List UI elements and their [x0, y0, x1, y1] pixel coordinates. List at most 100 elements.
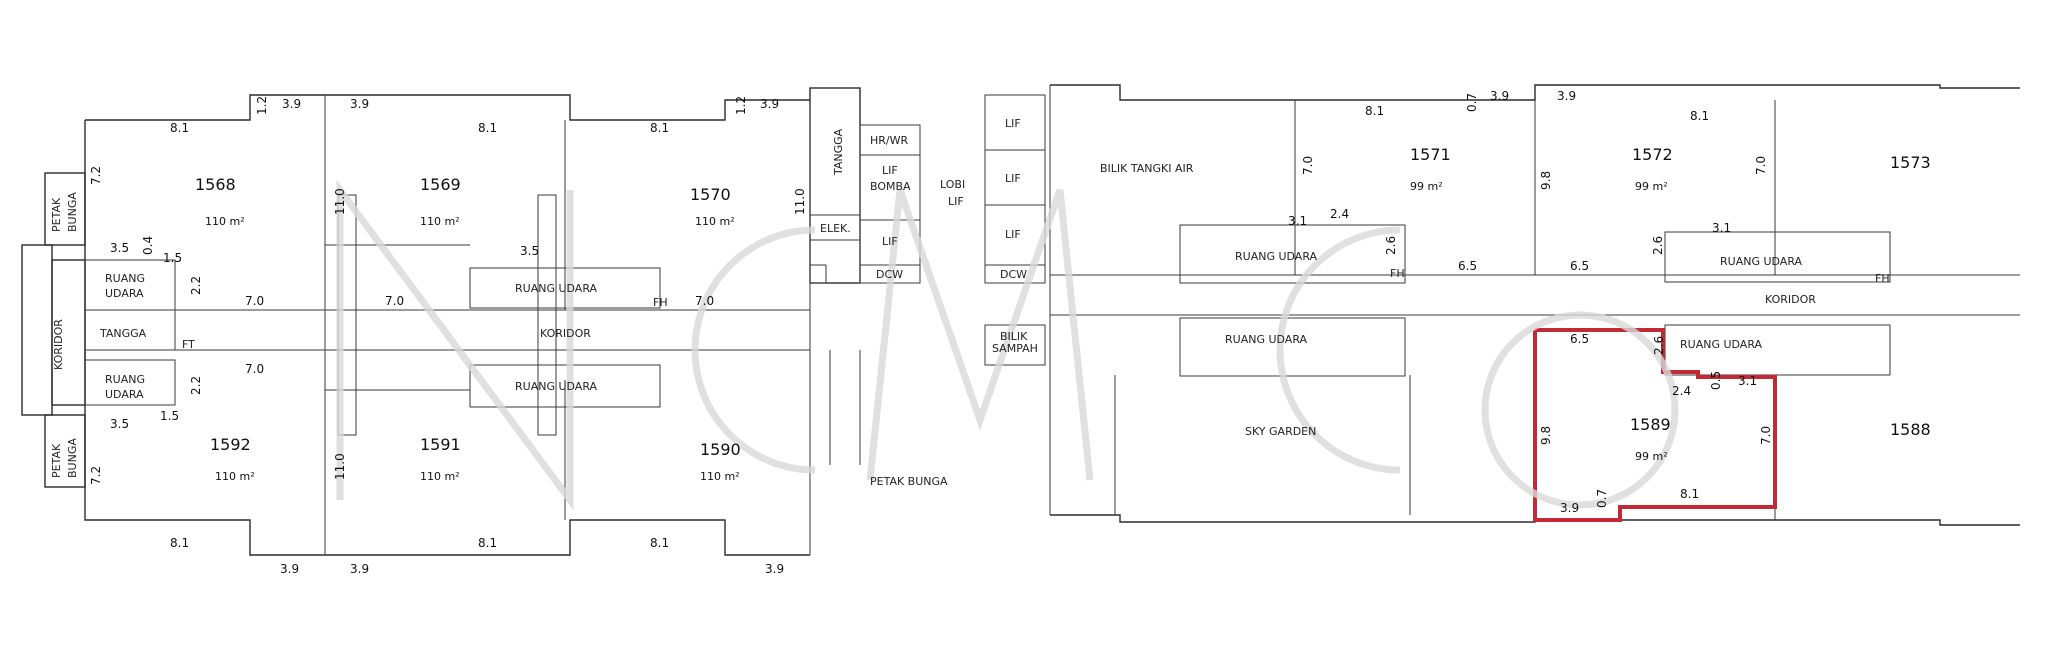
dim-7-0-f: 7.0 — [1754, 156, 1768, 175]
lif-core-4-label: LIF — [1005, 228, 1021, 241]
dim-3-1-a: 3.1 — [1288, 214, 1307, 228]
koridor-left-label: KORIDOR — [52, 319, 65, 370]
bilik-sampah-label-1: BILIK — [1000, 330, 1028, 343]
ruang-udara-left-centre-bottom: RUANG UDARA — [515, 380, 598, 393]
dim-3-9-b: 3.9 — [350, 97, 369, 111]
dim-6-5-c: 6.5 — [1570, 332, 1589, 346]
dim-1-5-a: 1.5 — [163, 251, 182, 265]
dim-3-9-e: 3.9 — [350, 562, 369, 576]
dim-7-0-g: 7.0 — [1759, 426, 1773, 445]
dim-8-1-d: 8.1 — [170, 536, 189, 550]
dcw-right-label: DCW — [1000, 268, 1027, 281]
unit-1570-number: 1570 — [690, 185, 731, 204]
unit-1589-number: 1589 — [1630, 415, 1671, 434]
dim-2-4-a: 2.4 — [1330, 207, 1349, 221]
dim-2-6-b: 2.6 — [1651, 236, 1665, 255]
petak-bunga-left-bottom-2: BUNGA — [66, 438, 79, 478]
dim-11-0-c: 11.0 — [793, 188, 807, 215]
dim-3-9-i: 3.9 — [1560, 501, 1579, 515]
bilik-tangki-air-label: BILIK TANGKI AIR — [1100, 162, 1194, 175]
unit-1592-area: 110 m² — [215, 470, 255, 483]
unit-1572-area: 99 m² — [1635, 180, 1668, 193]
dim-11-0-b: 11.0 — [333, 453, 347, 480]
fh-tag-3: FH — [1875, 272, 1890, 285]
unit-1571-area: 99 m² — [1410, 180, 1443, 193]
dim-3-5-a: 3.5 — [110, 241, 129, 255]
unit-1571-number: 1571 — [1410, 145, 1451, 164]
dim-2-2-a: 2.2 — [189, 276, 203, 295]
dim-3-9-g: 3.9 — [1490, 89, 1509, 103]
unit-1590-area: 110 m² — [700, 470, 740, 483]
unit-1590-number: 1590 — [700, 440, 741, 459]
dim-8-1-h: 8.1 — [1690, 109, 1709, 123]
dim-3-9-a: 3.9 — [282, 97, 301, 111]
ruang-udara-left-top-1: RUANG — [105, 272, 145, 285]
dim-9-8-b: 9.8 — [1539, 426, 1553, 445]
left-wing-walls — [21, 94, 810, 556]
dim-3-9-c: 3.9 — [760, 97, 779, 111]
dim-7-0-c: 7.0 — [245, 362, 264, 376]
dim-8-1-f: 8.1 — [650, 536, 669, 550]
bilik-sampah-label-2: SAMPAH — [992, 342, 1038, 355]
lif-bomba-label: BOMBA — [870, 180, 911, 193]
dim-3-5-c: 3.5 — [520, 244, 539, 258]
dim-3-9-d: 3.9 — [280, 562, 299, 576]
dim-1-2-b: 1.2 — [734, 96, 748, 115]
elek-label: ELEK. — [820, 222, 851, 235]
dim-7-0-a: 7.0 — [245, 294, 264, 308]
dim-8-1-i: 8.1 — [1680, 487, 1699, 501]
dim-2-2-b: 2.2 — [189, 376, 203, 395]
dim-0-4: 0.4 — [141, 236, 155, 255]
hr-wr-label: HR/WR — [870, 134, 908, 147]
petak-bunga-centre-label: PETAK BUNGA — [870, 475, 948, 488]
ruang-udara-right-bottom-2: RUANG UDARA — [1680, 338, 1763, 351]
unit-1570-area: 110 m² — [695, 215, 735, 228]
dim-7-2-a: 7.2 — [89, 166, 103, 185]
dim-2-4-b: 2.4 — [1672, 384, 1691, 398]
unit-1588-number: 1588 — [1890, 420, 1931, 439]
lif-core-2-label: LIF — [1005, 117, 1021, 130]
dim-7-2-b: 7.2 — [89, 466, 103, 485]
lobi-lif-label: LIF — [948, 195, 964, 208]
unit-1592-number: 1592 — [210, 435, 251, 454]
dim-8-1-a: 8.1 — [170, 121, 189, 135]
dim-1-2-a: 1.2 — [255, 96, 269, 115]
dim-0-5: 0.5 — [1709, 371, 1723, 390]
tangga-left-label: TANGGA — [99, 327, 147, 340]
ruang-udara-left-top-2: UDARA — [105, 287, 144, 300]
ruang-udara-left-bottom-2: UDARA — [105, 388, 144, 401]
fh-tag-1: FH — [653, 296, 668, 309]
dim-7-0-d: 7.0 — [695, 294, 714, 308]
dim-11-0-a: 11.0 — [333, 188, 347, 215]
dim-7-0-b: 7.0 — [385, 294, 404, 308]
dim-0-7-b: 0.7 — [1595, 489, 1609, 508]
ruang-udara-left-bottom-1: RUANG — [105, 373, 145, 386]
dim-2-6-a: 2.6 — [1384, 236, 1398, 255]
dim-6-5-b: 6.5 — [1570, 259, 1589, 273]
dim-3-9-f: 3.9 — [765, 562, 784, 576]
ruang-udara-right-top-2: RUANG UDARA — [1720, 255, 1803, 268]
dim-1-5-b: 1.5 — [160, 409, 179, 423]
dim-3-1-c: 3.1 — [1738, 374, 1757, 388]
sky-garden-label: SKY GARDEN — [1245, 425, 1316, 438]
dim-8-1-g: 8.1 — [1365, 104, 1384, 118]
unit-1569-number: 1569 — [420, 175, 461, 194]
ft-tag-1: FT — [182, 338, 195, 351]
koridor-right-label: KORIDOR — [1765, 293, 1816, 306]
dim-6-5-a: 6.5 — [1458, 259, 1477, 273]
fh-tag-2: FH — [1390, 267, 1405, 280]
dim-8-1-c: 8.1 — [650, 121, 669, 135]
ruang-udara-right-bottom-1: RUANG UDARA — [1225, 333, 1308, 346]
petak-bunga-left-bottom-1: PETAK — [50, 443, 63, 478]
ruang-udara-right-top-1: RUANG UDARA — [1235, 250, 1318, 263]
watermark-mark — [336, 179, 1679, 511]
dcw-left-label: DCW — [876, 268, 903, 281]
lif-bomba-lif-label: LIF — [882, 164, 898, 177]
dim-0-7-a: 0.7 — [1465, 93, 1479, 112]
dim-8-1-e: 8.1 — [478, 536, 497, 550]
dim-7-0-e: 7.0 — [1301, 156, 1315, 175]
dim-3-1-b: 3.1 — [1712, 221, 1731, 235]
lif-core-1-label: LIF — [882, 235, 898, 248]
tangga-core-label: TANGGA — [832, 128, 845, 176]
